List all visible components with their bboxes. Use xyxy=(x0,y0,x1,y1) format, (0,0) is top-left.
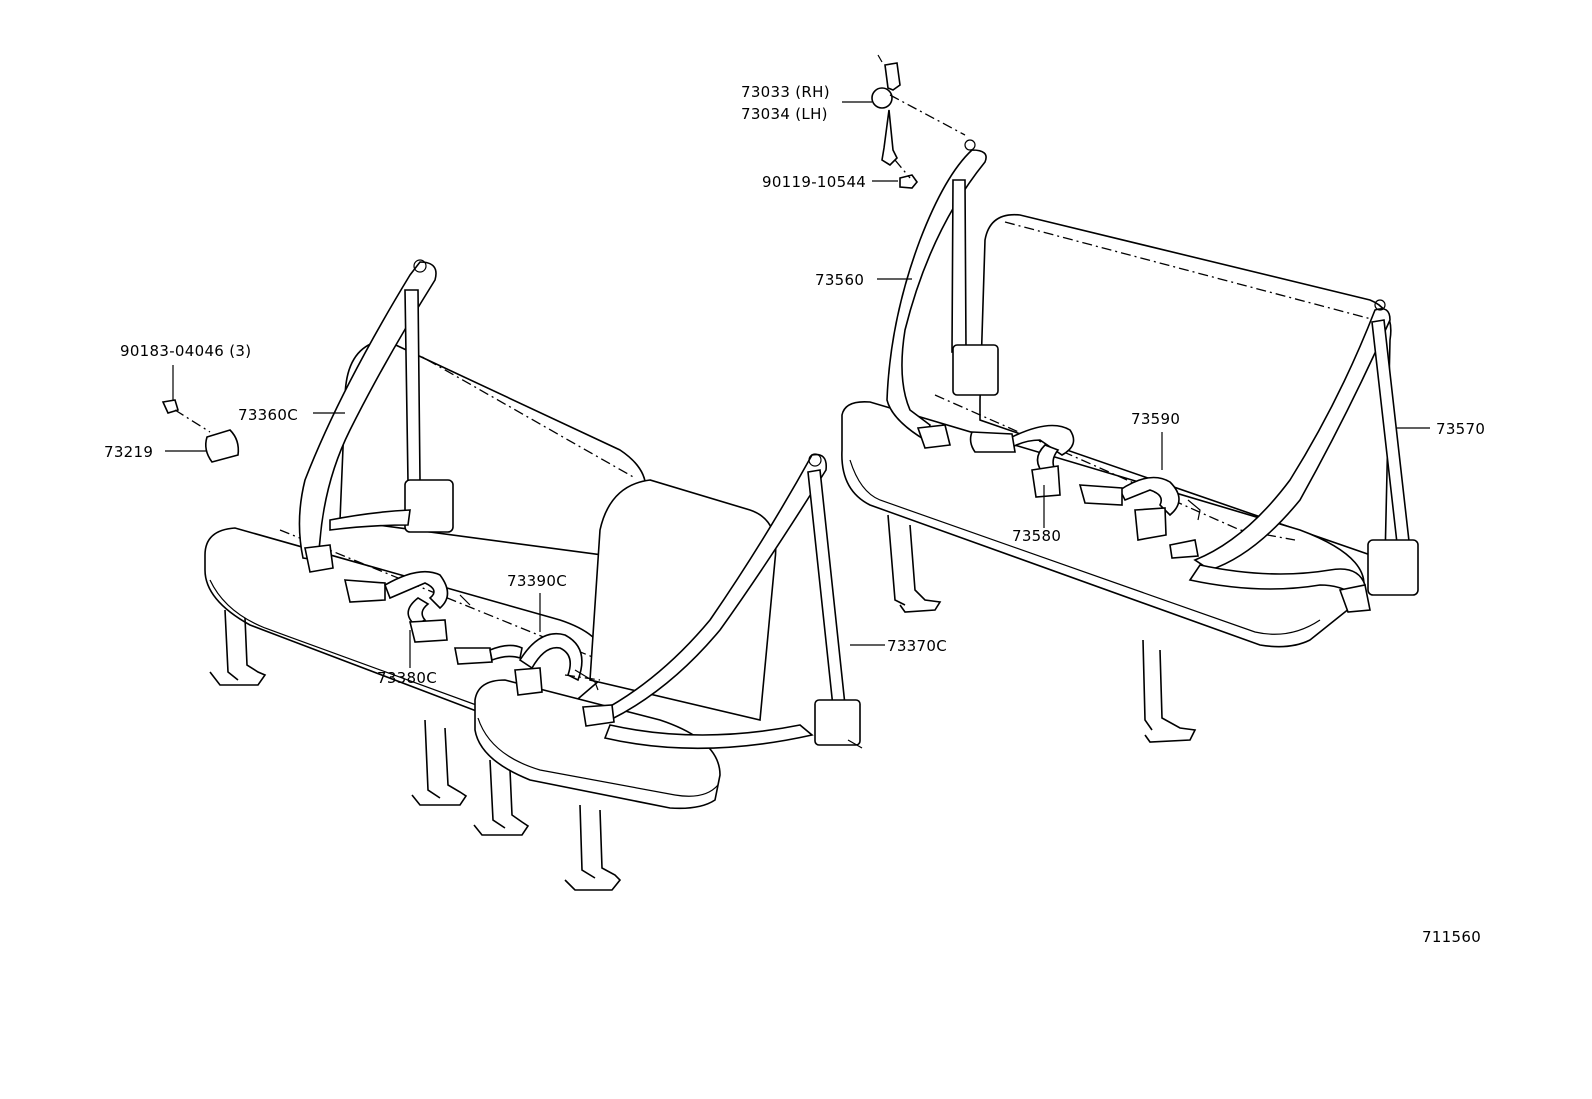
seat-belt-73360C xyxy=(298,259,471,643)
part-label-73034: 73034 (LH) xyxy=(741,105,828,123)
buckle-73390C xyxy=(454,633,601,696)
anchor-cover-73219 xyxy=(161,399,240,463)
shoulder-anchor-bracket xyxy=(871,54,966,189)
part-label-73219: 73219 xyxy=(104,443,153,461)
leader-lines xyxy=(165,101,1430,668)
part-label-73360C: 73360C xyxy=(238,406,298,424)
part-label-90119-10544: 90119-10544 xyxy=(762,173,866,191)
right-bench-seat xyxy=(473,479,777,891)
part-label-73570: 73570 xyxy=(1436,420,1485,438)
seat-belt-73370C xyxy=(582,453,863,750)
part-label-73380C: 73380C xyxy=(377,669,437,687)
drawing-number: 711560 xyxy=(1422,928,1481,946)
part-label-73390C: 73390C xyxy=(507,572,567,590)
part-label-73580: 73580 xyxy=(1012,527,1061,545)
part-label-73560: 73560 xyxy=(815,271,864,289)
part-label-73370C: 73370C xyxy=(887,637,947,655)
seat-belt-73570 xyxy=(1169,299,1419,613)
part-label-90183-04046: 90183-04046 (3) xyxy=(120,342,251,360)
part-label-73033: 73033 (RH) xyxy=(741,83,830,101)
part-labels: 73033 (RH) 73034 (LH) 90119-10544 73560 … xyxy=(104,83,1485,946)
rear-center-buckles xyxy=(969,424,1201,541)
seat-belt-73560 xyxy=(886,139,999,449)
part-label-73590: 73590 xyxy=(1131,410,1180,428)
